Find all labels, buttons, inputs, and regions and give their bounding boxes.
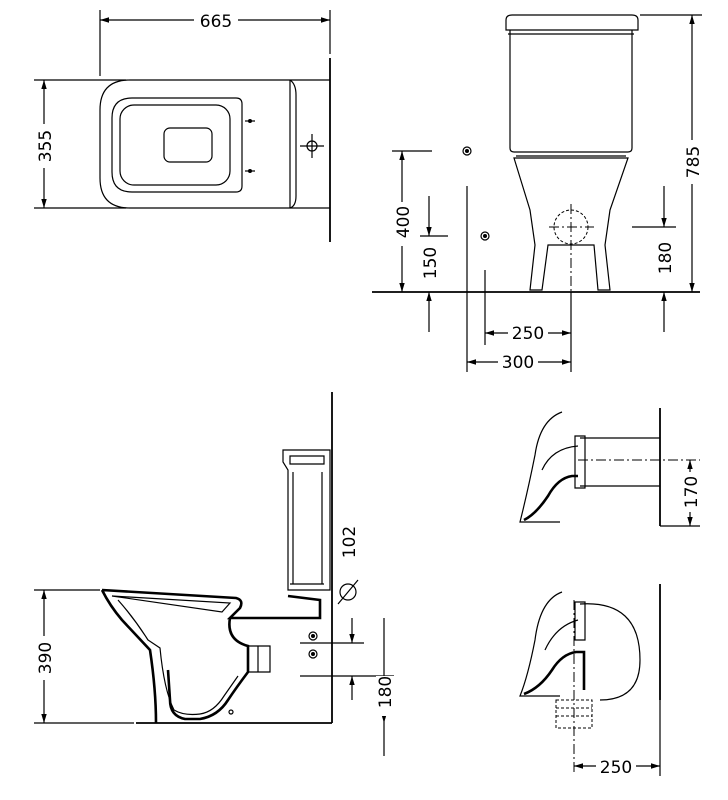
top-fixing-holes <box>245 119 255 173</box>
top-view: 665 355 <box>34 10 331 242</box>
cistern-body <box>509 30 633 153</box>
dim-250-front-label: 250 <box>512 324 544 344</box>
side-bowl-outline <box>100 588 322 724</box>
side-outlet-spigot <box>248 645 271 673</box>
diameter-icon <box>339 583 357 601</box>
top-view-water <box>163 127 213 163</box>
dim-390-label: 390 <box>36 642 56 674</box>
dim-102-label: 102 <box>340 526 360 558</box>
dim-355-label: 355 <box>36 130 56 162</box>
dim-180-side-label: 180 <box>376 676 396 708</box>
dim-150-label: 150 <box>421 247 441 279</box>
dim-180-front-label: 180 <box>656 242 676 274</box>
side-fixing-holes <box>308 631 318 659</box>
dim-665-label: 665 <box>200 12 232 32</box>
side-view: 102 180 390 <box>34 392 396 756</box>
detail-vertical-outlet: 250 <box>519 584 661 778</box>
front-bowl <box>513 157 629 291</box>
front-fixing-holes <box>462 146 490 241</box>
dim-170-label: 170 <box>682 476 702 508</box>
dim-250-detail-label: 250 <box>600 758 632 778</box>
dim-785-label: 785 <box>684 146 704 178</box>
top-view-bowl-outline <box>99 79 330 209</box>
front-view: 785 180 400 150 250 300 <box>372 14 704 373</box>
cistern-lid <box>505 14 639 31</box>
side-cistern <box>282 449 331 591</box>
dim-400-label: 400 <box>394 206 414 238</box>
detail-horizontal-outlet: 170 <box>519 408 702 527</box>
top-view-seat <box>119 104 231 186</box>
top-view-rim <box>111 97 243 193</box>
dim-300-label: 300 <box>502 353 534 373</box>
